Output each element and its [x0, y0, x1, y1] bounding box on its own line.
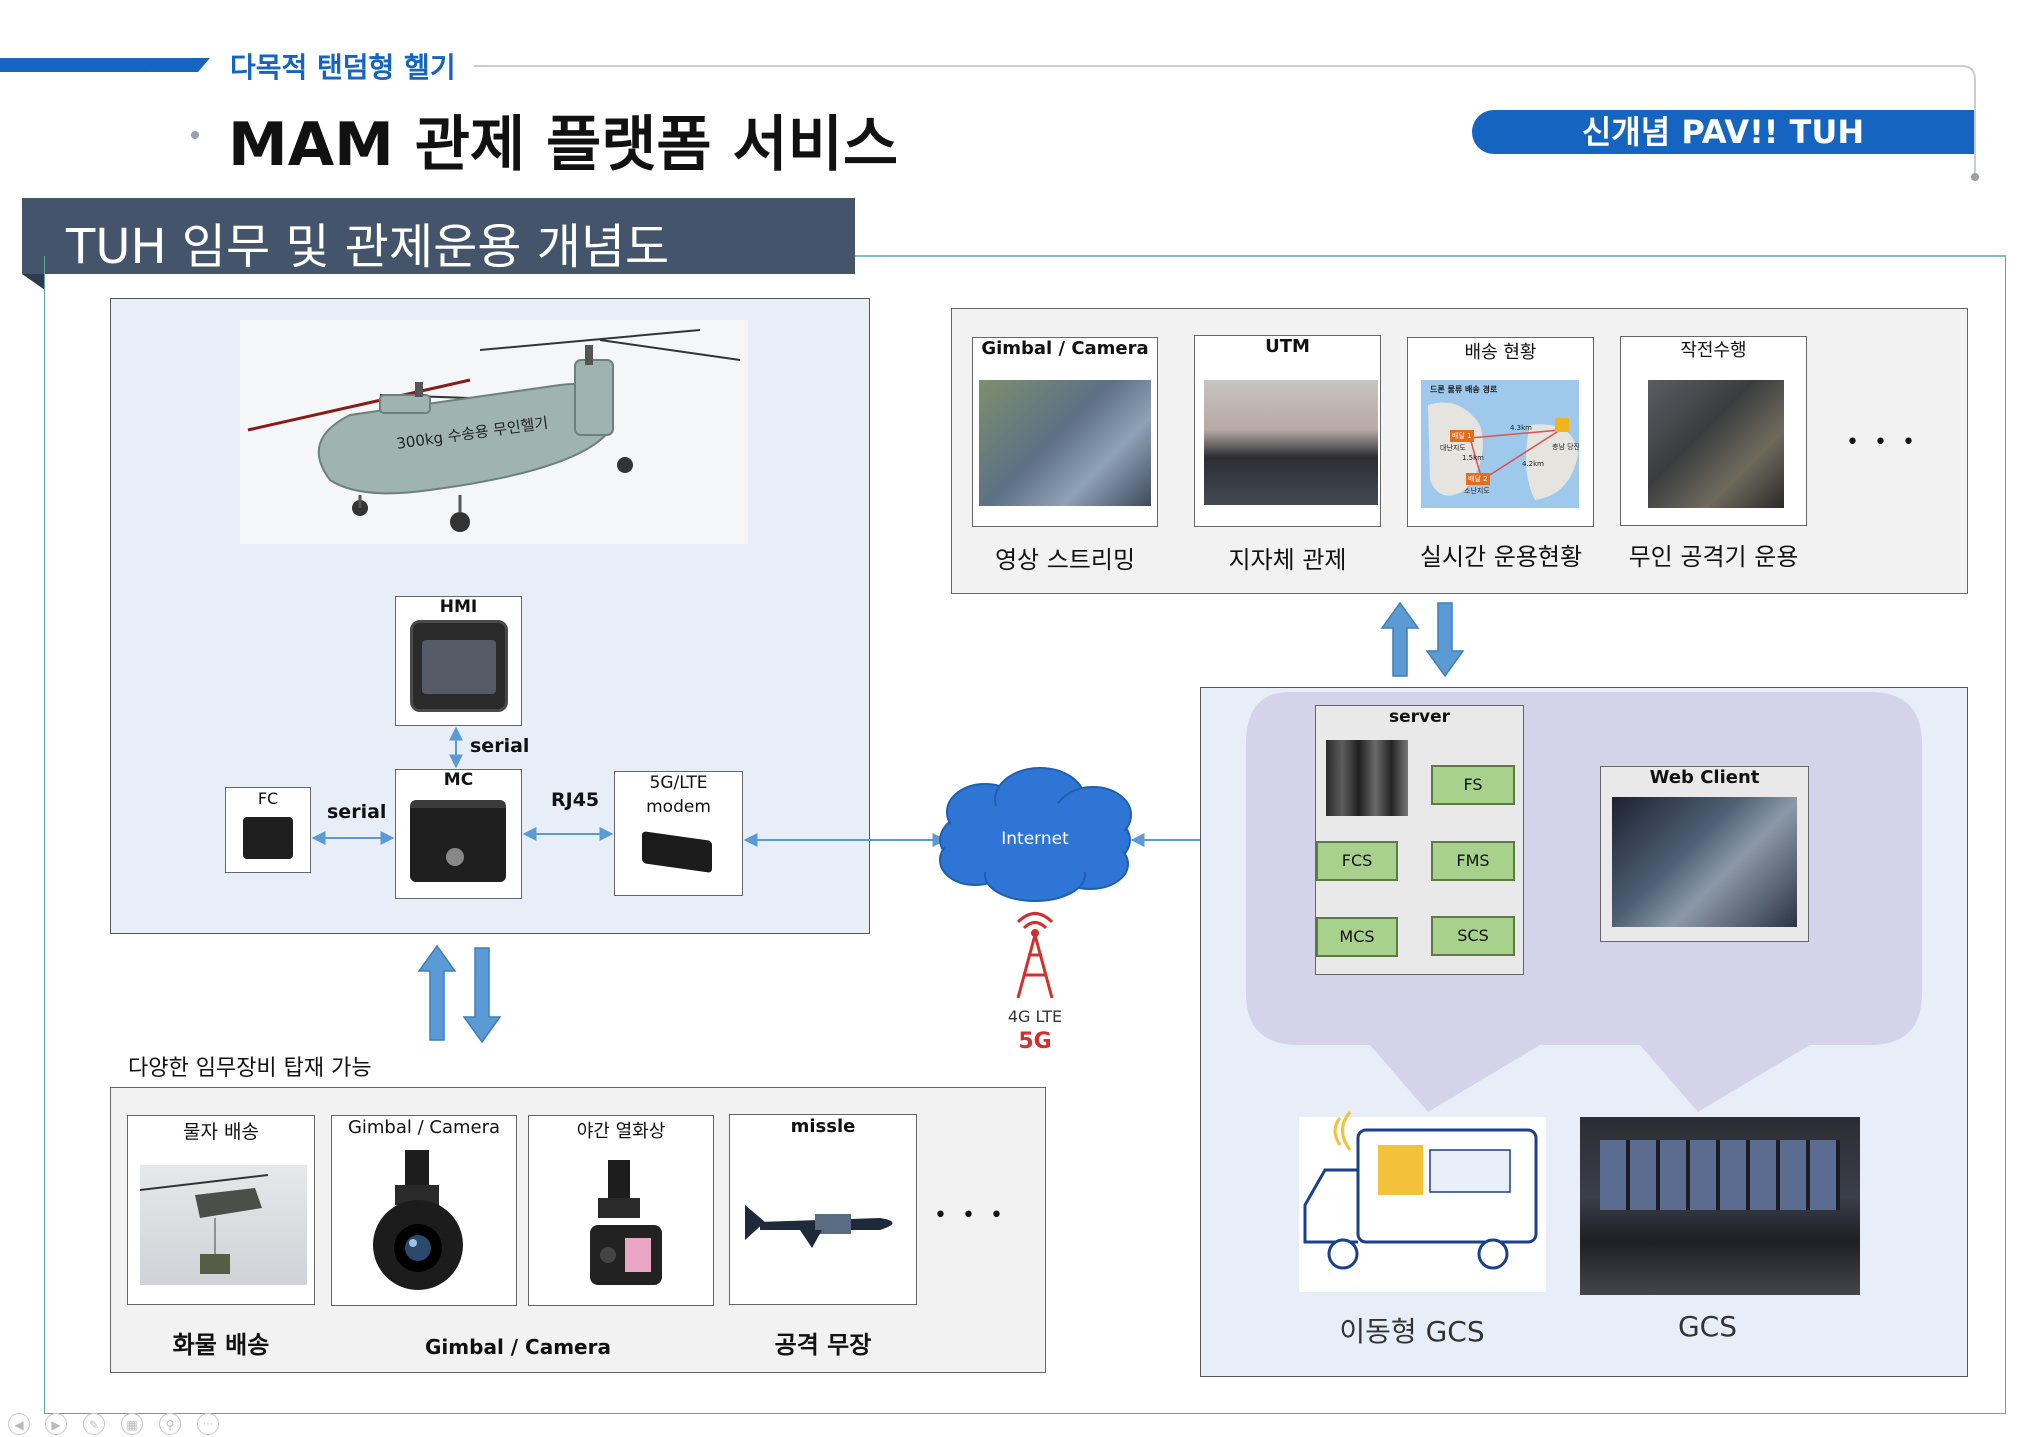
hmi-label: HMI	[439, 597, 478, 617]
map-distance-1: 4.3km	[1510, 424, 1533, 432]
payload-card-gimbal	[331, 1115, 517, 1306]
scs-label: SCS	[1457, 926, 1489, 945]
map-waypoint-1: 배달 1	[1450, 430, 1474, 442]
mcs-node	[1316, 917, 1398, 957]
section-title-bar	[22, 198, 855, 274]
serial-top-label: serial	[470, 735, 530, 757]
serial-left-label: serial	[327, 801, 387, 823]
service-bottom-label: 실시간 운용현황	[1419, 543, 1583, 571]
mobile-gcs-label: 이동형 GCS	[1339, 1315, 1485, 1348]
payload-top-label: 물자 배송	[183, 1121, 259, 1143]
map-place-2: 충남 당진	[1552, 443, 1580, 451]
map-place-3: 소난지도	[1464, 487, 1490, 495]
fs-label: FS	[1463, 775, 1483, 794]
service-bottom-label: 지자체 관제	[1228, 546, 1347, 574]
mcs-label: MCS	[1339, 927, 1375, 946]
service-screen-gimbal	[979, 380, 1151, 506]
badge	[1472, 110, 1974, 154]
payload-caption-gimbal: Gimbal / Camera	[425, 1335, 611, 1359]
modem-box	[614, 771, 743, 896]
web-client-label: Web Client	[1649, 767, 1760, 788]
fms-label: FMS	[1456, 851, 1490, 870]
fs-node	[1431, 765, 1515, 805]
hmi-screen	[422, 640, 496, 694]
lte-label: 4G LTE	[1007, 1007, 1063, 1026]
services-more-dots: • • •	[1846, 430, 1919, 455]
fc-label: FC	[257, 789, 279, 808]
helicopter-illustration	[247, 329, 741, 532]
server-rack-icon	[1326, 740, 1408, 816]
fiveg-label: 5G	[1018, 1029, 1052, 1054]
payload-card-missile	[729, 1114, 917, 1305]
mc-device-icon	[410, 800, 506, 882]
map-title: 드론 물류 배송 경로	[1430, 385, 1498, 394]
prev-icon[interactable]: ◀	[8, 1413, 30, 1435]
payload-caption-cargo: 화물 배송	[172, 1331, 270, 1359]
service-bottom-label: 영상 스트리밍	[994, 546, 1136, 574]
service-bottom-label: 무인 공격기 운용	[1628, 543, 1799, 571]
next-icon[interactable]: ▶	[45, 1413, 67, 1435]
subtitle: 다목적 탠덤형 헬기	[230, 51, 456, 84]
map-place-1: 대난지도	[1440, 444, 1466, 452]
header-decor	[0, 58, 1979, 181]
fcs-label: FCS	[1341, 851, 1373, 870]
service-screen-utm	[1204, 380, 1378, 505]
service-top-label: 작전수행	[1680, 340, 1747, 361]
gcs-label: GCS	[1677, 1310, 1738, 1343]
badge-label: 신개념 PAV!! TUH	[1581, 113, 1865, 151]
mc-label: MC	[443, 770, 474, 790]
fc-device-icon	[243, 817, 293, 859]
modem-label-line1: 5G/LTE	[649, 773, 708, 793]
scs-node	[1431, 916, 1515, 956]
mc-connector-icon	[446, 848, 464, 866]
service-top-label: UTM	[1265, 336, 1310, 357]
diagram-frame	[44, 256, 2006, 1414]
map-distance-2: 1.5km	[1462, 454, 1485, 462]
payload-top-label: 야간 열화상	[576, 1121, 666, 1142]
slides-icon[interactable]: ▦	[121, 1413, 143, 1435]
payload-top-label: missle	[790, 1116, 856, 1137]
map-distance-3: 4.2km	[1522, 460, 1545, 468]
payload-top-label: Gimbal / Camera	[347, 1117, 501, 1138]
zoom-icon[interactable]: ⚲	[159, 1413, 181, 1435]
page-title: MAM 관제 플랫폼 서비스	[228, 110, 899, 180]
fcs-node	[1316, 841, 1398, 881]
rj45-label: RJ45	[551, 789, 600, 811]
fms-node	[1431, 841, 1515, 881]
section-title: TUH 임무 및 관제운용 개념도	[66, 219, 670, 275]
section-fold	[22, 274, 45, 290]
service-screen-attack	[1648, 380, 1784, 508]
frame-top-line	[855, 255, 2006, 257]
pen-icon[interactable]: ✎	[83, 1413, 105, 1435]
payload-heading: 다양한 임무장비 탑재 가능	[128, 1056, 372, 1081]
service-top-label: 배송 현황	[1464, 342, 1537, 363]
payload-caption-attack: 공격 무장	[774, 1331, 872, 1359]
map-waypoint-2: 배달 2	[1466, 473, 1490, 485]
service-top-label: Gimbal / Camera	[981, 338, 1149, 359]
more-icon[interactable]: ⋯	[197, 1413, 219, 1435]
web-client-screen	[1612, 797, 1797, 927]
payload-more-dots: • • •	[934, 1203, 1007, 1228]
modem-label-line2: modem	[646, 797, 711, 817]
presentation-controls: ◀ ▶ ✎ ▦ ⚲ ⋯	[0, 1410, 240, 1437]
internet-label: Internet	[1001, 829, 1069, 849]
server-label: server	[1388, 707, 1451, 727]
gcs-wall-screens	[1600, 1140, 1840, 1210]
